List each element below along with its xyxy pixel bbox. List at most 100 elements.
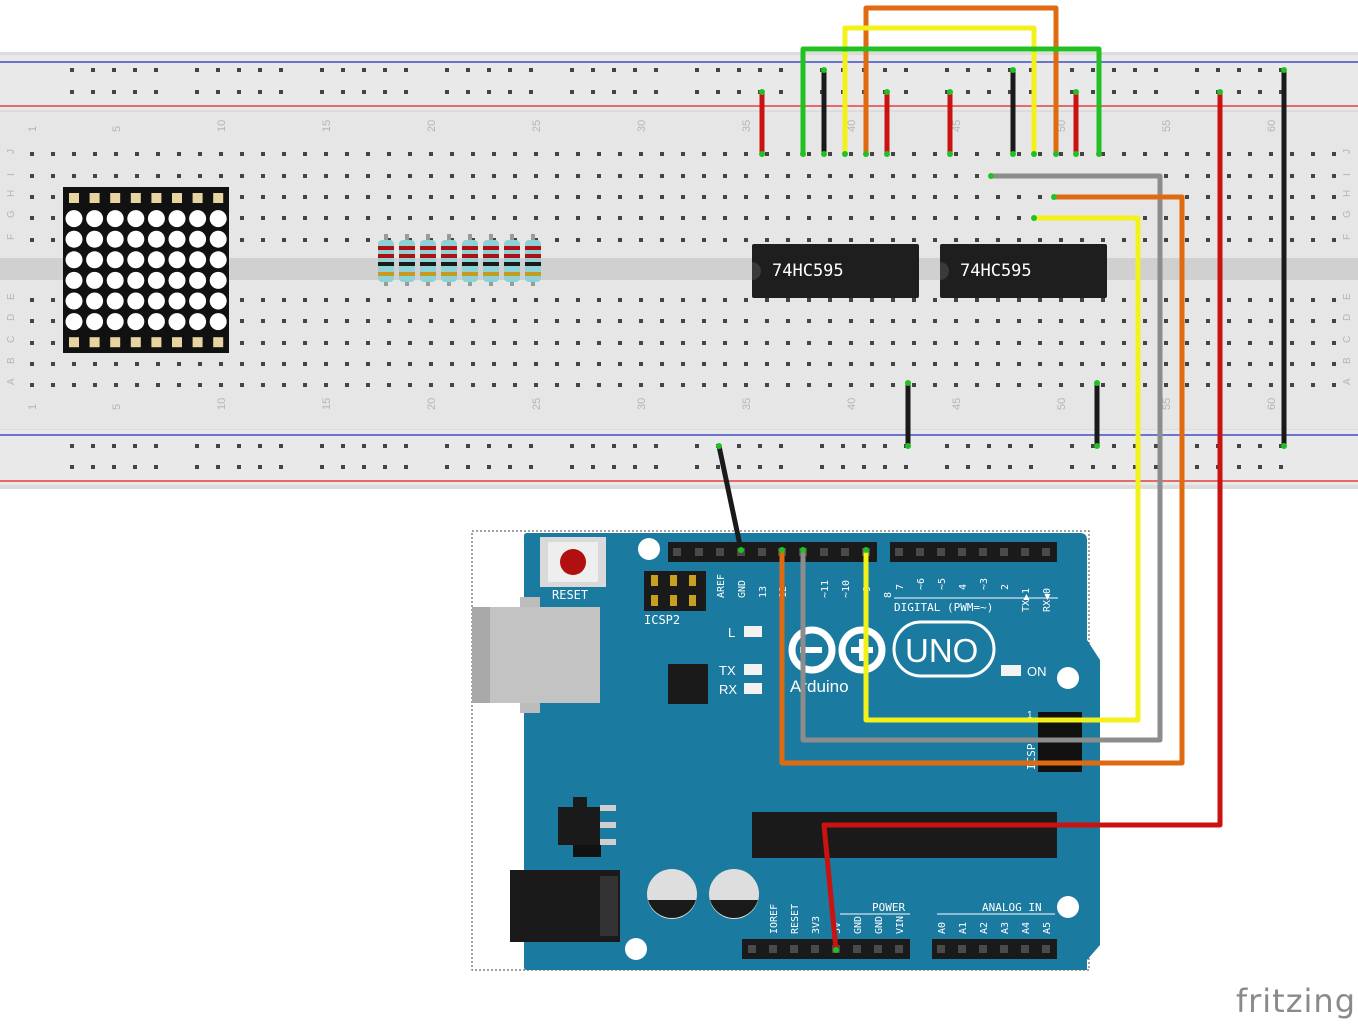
breadboard-hole xyxy=(240,195,244,199)
breadboard-hole xyxy=(1164,152,1168,156)
rail-hole xyxy=(445,68,449,72)
row-letter: D xyxy=(1342,314,1353,321)
column-number: 50 xyxy=(1056,398,1068,410)
breadboard-hole xyxy=(786,216,790,220)
breadboard-hole xyxy=(618,319,622,323)
mounting-hole xyxy=(1057,667,1079,689)
led-pin xyxy=(89,337,100,348)
led-dot xyxy=(127,251,145,269)
breadboard-hole xyxy=(366,174,370,178)
breadboard-hole xyxy=(471,319,475,323)
rail-hole xyxy=(1029,68,1033,72)
rail-hole xyxy=(654,465,658,469)
breadboard-hole xyxy=(1269,383,1273,387)
breadboard-hole xyxy=(1017,298,1021,302)
led-dot xyxy=(127,292,145,310)
rail-hole xyxy=(258,68,262,72)
breadboard-hole xyxy=(1248,298,1252,302)
breadboard-hole xyxy=(975,174,979,178)
rail-hole xyxy=(529,465,533,469)
breadboard-hole xyxy=(954,152,958,156)
breadboard-hole xyxy=(996,152,1000,156)
rail-hole xyxy=(133,68,137,72)
column-number: 30 xyxy=(636,120,648,132)
breadboard-hole xyxy=(93,152,97,156)
breadboard-hole xyxy=(555,319,559,323)
rail-hole xyxy=(1195,68,1199,72)
column-number: 15 xyxy=(321,120,333,132)
breadboard-hole xyxy=(1269,174,1273,178)
breadboard-hole xyxy=(765,341,769,345)
breadboard-hole xyxy=(996,341,1000,345)
breadboard-hole xyxy=(261,152,265,156)
rail-hole xyxy=(154,90,158,94)
breadboard-hole xyxy=(1269,152,1273,156)
rail-hole xyxy=(258,465,262,469)
power-caption: POWER xyxy=(872,901,905,914)
wire-endpoint xyxy=(1031,215,1037,221)
breadboard-hole xyxy=(828,341,832,345)
rail-hole xyxy=(320,465,324,469)
breadboard-hole xyxy=(1143,362,1147,366)
rail-hole xyxy=(1133,444,1137,448)
breadboard-hole xyxy=(786,362,790,366)
breadboard-hole xyxy=(996,195,1000,199)
rail-hole xyxy=(633,444,637,448)
breadboard-hole xyxy=(1122,298,1126,302)
rail-hole xyxy=(612,90,616,94)
wire-endpoint xyxy=(833,947,839,953)
breadboard-hole xyxy=(1290,298,1294,302)
breadboard-hole xyxy=(1038,362,1042,366)
breadboard-hole xyxy=(471,341,475,345)
breadboard-hole xyxy=(387,362,391,366)
uno-badge xyxy=(892,620,996,678)
arduino-uno: RESET ICSP2 L TX RX UNO Ar xyxy=(471,530,1100,971)
breadboard-hole xyxy=(639,195,643,199)
wire-endpoint xyxy=(905,380,911,386)
shift-register-2: 74HC595 xyxy=(940,244,1107,298)
rail-hole xyxy=(570,68,574,72)
header-pin xyxy=(769,945,777,953)
rail-hole xyxy=(1091,90,1095,94)
row-letter: I xyxy=(1342,173,1353,176)
icsp2-pins xyxy=(651,575,696,606)
breadboard-hole xyxy=(51,383,55,387)
breadboard-hole xyxy=(681,195,685,199)
rail-hole xyxy=(633,68,637,72)
breadboard-hole xyxy=(828,152,832,156)
breadboard-hole xyxy=(765,383,769,387)
breadboard-hole xyxy=(1227,216,1231,220)
arduino-pcb xyxy=(524,533,1100,970)
resistor-band xyxy=(420,246,436,250)
breadboard-hole xyxy=(1332,298,1336,302)
led-pin xyxy=(172,193,182,203)
breadboard-hole xyxy=(324,152,328,156)
led-dot xyxy=(65,251,83,269)
rail-hole xyxy=(945,465,949,469)
wire-red-5v xyxy=(821,89,1223,953)
wire-endpoint xyxy=(821,151,827,157)
breadboard-hole xyxy=(1332,362,1336,366)
breadboard-hole xyxy=(534,216,538,220)
column-number: 20 xyxy=(426,120,438,132)
rail-hole xyxy=(383,444,387,448)
breadboard-hole xyxy=(1269,216,1273,220)
rail-hole xyxy=(1237,465,1241,469)
rail-hole xyxy=(112,90,116,94)
resistor-band xyxy=(378,262,394,266)
breadboard-hole xyxy=(870,362,874,366)
breadboard-hole xyxy=(828,319,832,323)
breadboard-hole xyxy=(891,362,895,366)
column-number: 35 xyxy=(741,120,753,132)
rail-hole xyxy=(966,444,970,448)
breadboard-hole xyxy=(261,216,265,220)
breadboard-hole xyxy=(1017,383,1021,387)
breadboard-hole xyxy=(1185,216,1189,220)
led-dot xyxy=(147,230,165,248)
breadboard-hole xyxy=(30,216,34,220)
breadboard-hole xyxy=(156,362,160,366)
breadboard-hole xyxy=(849,341,853,345)
rail-hole xyxy=(112,444,116,448)
breadboard-hole xyxy=(702,238,706,242)
resistor-band xyxy=(525,254,541,258)
